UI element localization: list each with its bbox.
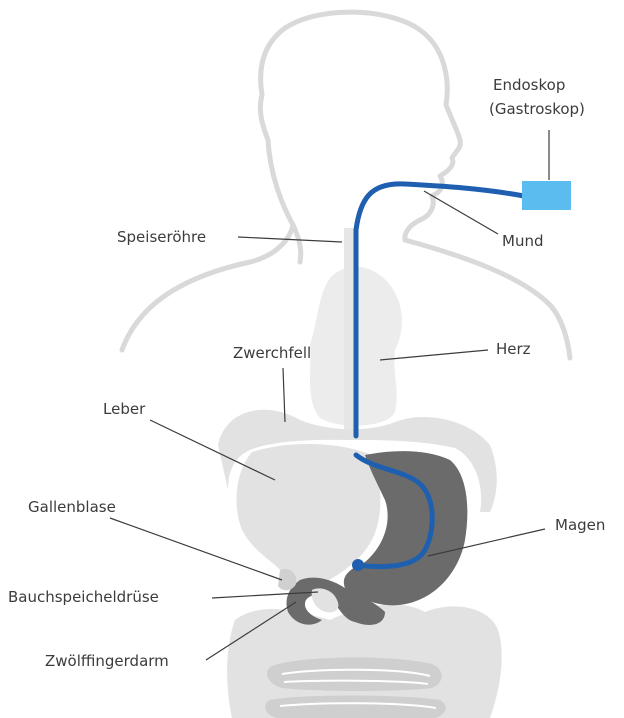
label-magen: Magen — [555, 516, 605, 534]
label-herz: Herz — [496, 340, 531, 358]
neck-left-outline — [293, 225, 301, 262]
label-leber: Leber — [103, 400, 146, 418]
label-gallenblase: Gallenblase — [28, 498, 116, 516]
label-speiseroehre: Speiseröhre — [117, 228, 206, 246]
label-zwoelffingerdarm: Zwölffingerdarm — [45, 652, 169, 670]
label-mund: Mund — [502, 232, 543, 250]
intestine-coils — [265, 657, 446, 718]
leader-herz — [380, 350, 488, 360]
label-endoscope-line1: Endoskop — [493, 76, 565, 94]
endoscope-head — [522, 181, 571, 210]
label-bauchspeicheldruese: Bauchspeicheldrüse — [8, 588, 159, 606]
endoscope-tip — [352, 559, 364, 571]
label-zwerchfell: Zwerchfell — [233, 344, 311, 362]
label-endoscope-line2: (Gastroskop) — [489, 100, 585, 118]
leader-mund — [424, 191, 498, 234]
